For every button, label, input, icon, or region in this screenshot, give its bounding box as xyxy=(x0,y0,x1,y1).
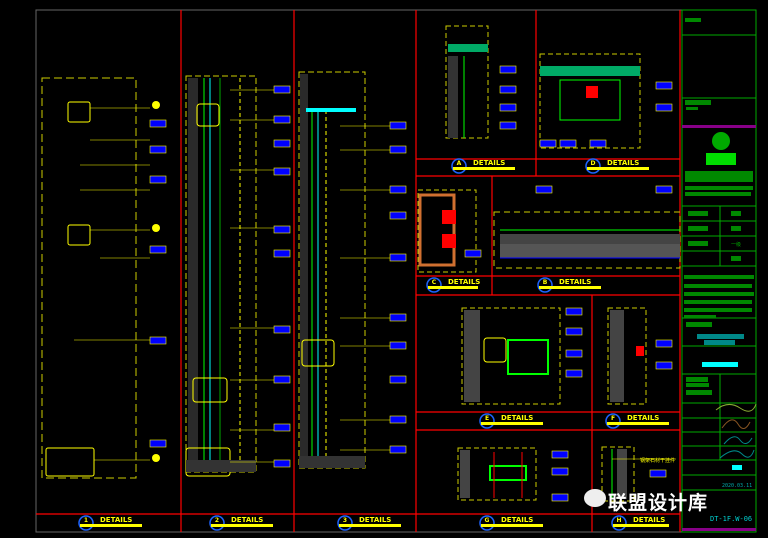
detail-d-drawing xyxy=(539,53,673,149)
detail-label-c: C DETAILS xyxy=(426,277,480,293)
detail-label-3: 3 DETAILS xyxy=(337,515,401,531)
svg-text:A: A xyxy=(457,160,462,167)
signature-designer xyxy=(715,403,757,412)
detail-a-drawing xyxy=(445,25,517,139)
svg-text:DETAILS: DETAILS xyxy=(501,414,533,422)
detail-label-d: D DETAILS xyxy=(585,158,649,174)
svg-text:DETAILS: DETAILS xyxy=(501,516,533,524)
detail-e-drawing xyxy=(461,307,583,405)
drawing-number: DT-1F.W-06 xyxy=(710,515,752,523)
detail-2-drawing xyxy=(185,75,291,477)
svg-text:DETAILS: DETAILS xyxy=(231,516,263,524)
detail-g-drawing xyxy=(457,447,569,502)
svg-text:1: 1 xyxy=(84,517,88,524)
title-block: 一级 2020.03.11 DT-1F.W-06 xyxy=(681,9,757,533)
detail-label-1: 1 DETAILS xyxy=(78,515,142,531)
svg-text:DETAILS: DETAILS xyxy=(359,516,391,524)
detail-label-b: B DETAILS xyxy=(537,277,601,293)
detail-h-drawing: 钢架石材干挂件 xyxy=(601,446,676,502)
detail-label-2: 2 DETAILS xyxy=(209,515,273,531)
svg-text:F: F xyxy=(611,415,615,422)
svg-text:E: E xyxy=(485,415,489,422)
detail-labels: 1 DETAILS 2 DETAILS 3 DETAILS A DETAILS … xyxy=(78,158,669,531)
svg-text:C: C xyxy=(432,279,437,286)
svg-text:2: 2 xyxy=(215,517,219,524)
company-logo xyxy=(712,132,730,150)
svg-text:DETAILS: DETAILS xyxy=(633,516,665,524)
svg-text:B: B xyxy=(543,279,548,286)
detail-3-drawing xyxy=(298,71,407,469)
svg-text:DETAILS: DETAILS xyxy=(473,159,505,167)
svg-text:G: G xyxy=(485,517,490,524)
svg-text:DETAILS: DETAILS xyxy=(607,159,639,167)
date-value: 2020.03.11 xyxy=(722,483,752,489)
h-note: 钢架石材干挂件 xyxy=(640,457,675,464)
signature-review xyxy=(721,419,751,429)
detail-c-drawing xyxy=(417,189,482,273)
svg-text:3: 3 xyxy=(343,517,347,524)
panel-frames xyxy=(36,10,681,532)
detail-label-a: A DETAILS xyxy=(451,158,515,174)
detail-label-e: E DETAILS xyxy=(479,413,543,429)
svg-text:H: H xyxy=(616,517,621,524)
signature-check xyxy=(723,436,753,445)
signature-approve xyxy=(719,449,755,459)
detail-label-f: F DETAILS xyxy=(605,413,669,429)
svg-text:DETAILS: DETAILS xyxy=(448,278,480,286)
detail-label-g: G DETAILS xyxy=(479,515,543,531)
detail-1-drawing xyxy=(41,77,167,479)
grade-value: 一级 xyxy=(731,241,741,248)
detail-f-drawing xyxy=(607,307,673,405)
svg-text:DETAILS: DETAILS xyxy=(559,278,591,286)
detail-b-drawing xyxy=(493,185,681,269)
watermark: 联盟设计库 xyxy=(608,492,709,514)
detail-label-h: H DETAILS xyxy=(611,515,669,531)
wechat-icon xyxy=(584,489,606,507)
svg-text:D: D xyxy=(591,160,596,167)
svg-text:DETAILS: DETAILS xyxy=(100,516,132,524)
svg-text:DETAILS: DETAILS xyxy=(627,414,659,422)
